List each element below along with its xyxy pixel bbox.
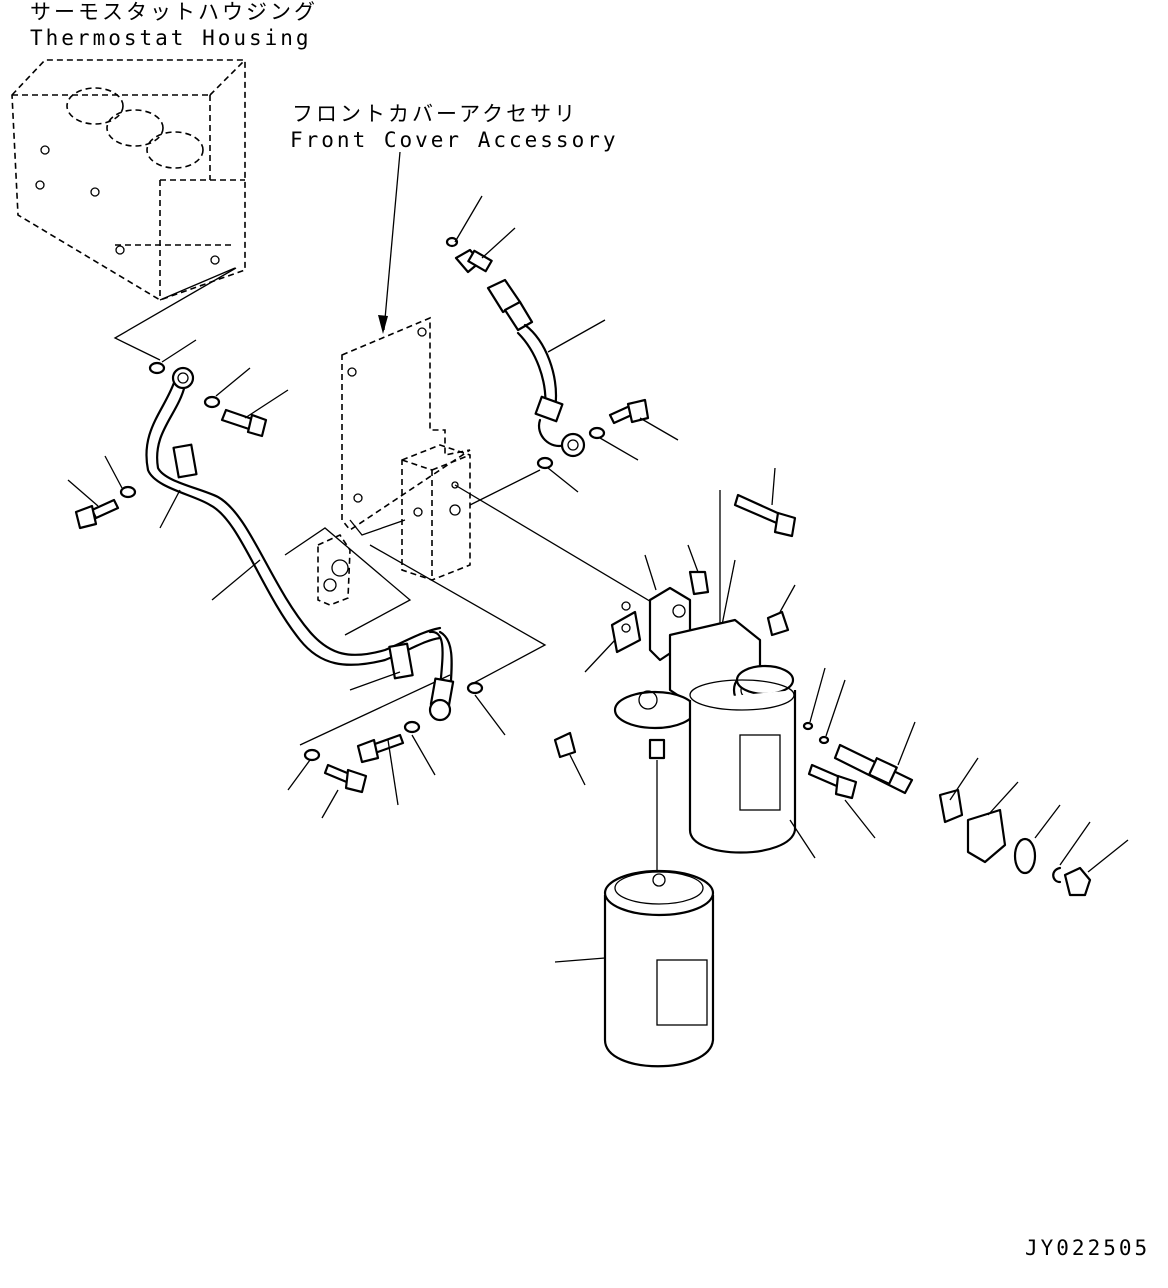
oil-tube-left <box>145 366 455 722</box>
front-cover-accessory-label-en: Front Cover Accessory <box>290 128 619 152</box>
bolt-1 <box>220 408 268 438</box>
filter-cartridge-spare <box>603 869 715 1068</box>
bolt-4 <box>323 763 368 794</box>
hose-right <box>454 248 586 458</box>
bolt-2 <box>74 498 120 530</box>
front-cover-arrow <box>378 151 401 334</box>
gasket-plate <box>317 533 351 606</box>
bolt-7 <box>807 763 858 800</box>
filter-head <box>613 586 795 760</box>
thermostat-housing-label-jp: サーモスタットハウジング <box>30 0 318 24</box>
thermostat-housing-label-en: Thermostat Housing <box>30 26 312 50</box>
bolt-5 <box>608 398 650 425</box>
reference-lines <box>113 267 736 880</box>
washers <box>119 236 830 762</box>
drawing-id: JY022505 <box>1025 1236 1151 1260</box>
adapter-block <box>401 444 471 581</box>
front-cover-plate <box>341 316 471 532</box>
plugs <box>553 570 790 759</box>
sensor-assembly <box>833 743 1092 897</box>
front-cover-accessory-label-jp: フロントカバーアクセサリ <box>292 102 579 126</box>
filter-cartridge-mounted <box>688 679 797 854</box>
engine-block-drawing <box>11 59 246 301</box>
callout-leaders <box>67 195 1129 963</box>
bolt-6 <box>733 493 797 538</box>
bolt-3 <box>356 733 405 764</box>
